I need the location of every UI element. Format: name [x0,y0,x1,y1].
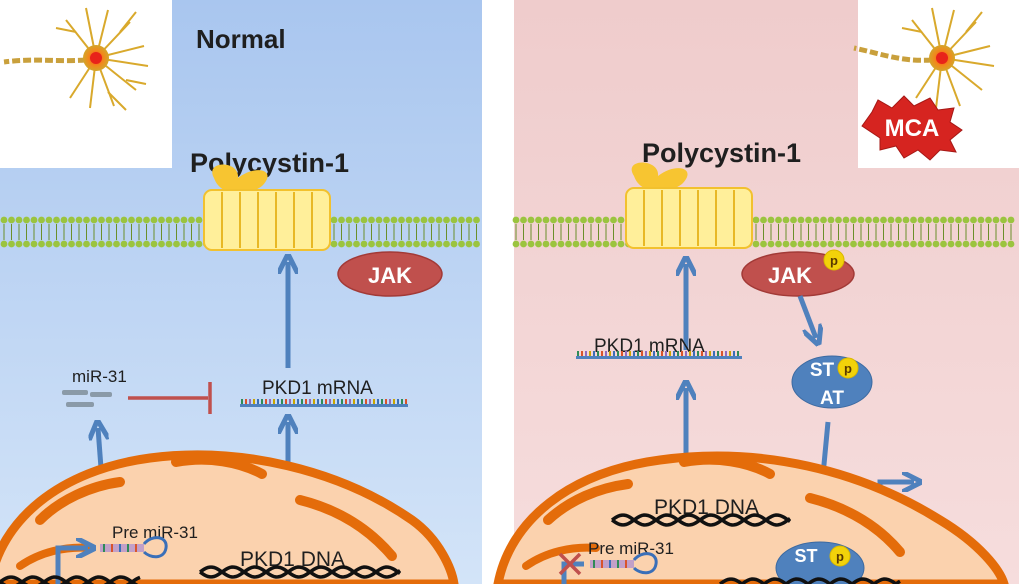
right-mrna-strand [576,351,742,359]
right-polycystin-channel [625,162,753,249]
left-jak-label: JAK [368,263,412,288]
left-panel-title: Normal [196,24,286,54]
nuclear-stat-phospho-label: p [836,549,844,564]
left-dna-helix [198,565,402,579]
left-dna-helix-2 [0,575,141,584]
left-mir31-label: miR-31 [72,367,127,386]
left-pre-mir31-hairpin [100,536,168,559]
right-pre-mir31-hairpin [590,552,658,575]
left-transcription-arrow [55,548,88,584]
right-arrow-jak-to-stat [797,295,816,338]
jak-phospho-label: p [830,253,838,268]
left-dna-label: PKD1 DNA [240,548,345,571]
left-pre-mir31-label: Pre miR-31 [112,523,198,542]
inhibition-bar [128,382,212,414]
left-polycystin-channel [203,164,331,251]
stat-phospho-badge [837,357,859,379]
blocked-transcription-mark [558,552,584,584]
neuron-icon [3,7,149,111]
nuclear-stat-phospho-badge [829,545,851,567]
left-mrna-label: PKD1 mRNA [262,378,373,399]
right-dna-helix [610,513,792,527]
stat-label-bottom: AT [820,388,844,409]
right-pre-mir31-label: Pre miR-31 [588,539,674,558]
stat-phospho-label: p [844,361,852,376]
left-mrna-strand [240,399,408,407]
right-protein-label: Polycystin-1 [642,138,801,168]
right-dna-label: PKD1 DNA [654,496,759,519]
right-dna-helix-2 [718,577,901,584]
jak-phospho-badge [823,249,845,271]
right-nucleus [493,451,1009,584]
mir31-fragments-icon [62,390,112,407]
neuron-icon [853,7,995,109]
panel-divider [482,0,514,584]
mca-label: MCA [885,115,940,142]
right-jak-label: JAK [768,263,812,288]
right-panel: MCA Polycystin-1 JAK p PKD1 mRNA S [493,0,1019,584]
stat-label-top: ST [810,360,835,381]
left-jak-kinase [337,251,443,297]
left-panel: Normal Polycystin-1 JAK miR-31 [0,0,482,584]
left-neuron-frame [0,0,172,168]
mca-burst-badge: MCA [861,95,963,161]
nuclear-stat-label: ST [794,546,817,566]
